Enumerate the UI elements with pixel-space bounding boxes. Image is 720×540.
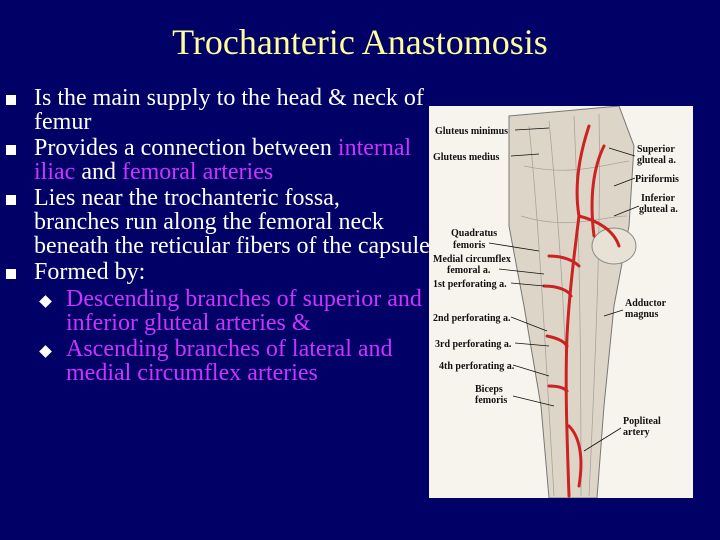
label-superior: Superior <box>637 144 675 155</box>
label-1st-perforating: 1st perforating a. <box>433 279 507 290</box>
sub-bullet-descending: Descending branches of superior and infe… <box>34 287 430 335</box>
label-gluteus-medius: Gluteus medius <box>433 152 500 163</box>
label-magnus: magnus <box>625 309 658 320</box>
bullet-connection: Provides a connection between internal i… <box>0 136 430 184</box>
posterior-thigh-arteries-drawing: Gluteus minimus Gluteus medius Quadratus… <box>433 106 679 498</box>
bullet-text: Lies near the trochanteric fossa, branch… <box>34 185 430 259</box>
anatomy-illustration: Gluteus minimus Gluteus medius Quadratus… <box>429 106 693 498</box>
label-2nd-perforating: 2nd perforating a. <box>433 313 511 324</box>
bullet-formed-by: Formed by: Descending branches of superi… <box>0 260 430 385</box>
label-superior-gluteal-a: gluteal a. <box>637 155 676 166</box>
right-labels: Superior gluteal a. Piriformis Inferior … <box>623 144 679 438</box>
label-quadratus: Quadratus <box>451 228 497 239</box>
left-labels: Gluteus minimus Gluteus medius Quadratus… <box>433 126 515 406</box>
sub-bullet-text: Descending branches of superior and infe… <box>66 286 422 336</box>
square-bullet-icon <box>6 269 16 279</box>
label-piriformis: Piriformis <box>635 174 679 185</box>
slide-title: Trochanteric Anastomosis <box>172 22 548 62</box>
sub-bullet-text: Ascending branches of lateral and medial… <box>66 336 393 386</box>
label-femoris-quadratus: femoris <box>453 240 485 251</box>
label-4th-perforating: 4th perforating a. <box>439 361 515 372</box>
bullet-text-and: and <box>75 159 122 185</box>
sub-bullet-list: Descending branches of superior and infe… <box>34 287 430 385</box>
square-bullet-icon <box>6 195 16 205</box>
label-biceps: Biceps <box>475 384 503 395</box>
bullet-text: Provides a connection between <box>34 135 338 161</box>
diamond-bullet-icon <box>39 345 52 358</box>
label-inferior-gluteal-a: gluteal a. <box>639 204 678 215</box>
bullet-text: Is the main supply to the head & neck of… <box>34 85 424 135</box>
label-medial-circumflex: Medial circumflex <box>433 254 511 265</box>
label-artery: artery <box>623 427 650 438</box>
diamond-bullet-icon <box>39 295 52 308</box>
sub-bullet-ascending: Ascending branches of lateral and medial… <box>34 337 430 385</box>
bullet-list: Is the main supply to the head & neck of… <box>0 86 430 387</box>
label-popliteal: Popliteal <box>623 416 661 427</box>
bullet-location: Lies near the trochanteric fossa, branch… <box>0 186 430 258</box>
highlight-internal-iliac: internal iliac <box>34 135 412 185</box>
bullet-main-supply: Is the main supply to the head & neck of… <box>0 86 430 134</box>
label-adductor: Adductor <box>625 298 667 309</box>
label-3rd-perforating: 3rd perforating a. <box>435 339 512 350</box>
label-gluteus-minimus: Gluteus minimus <box>435 126 508 137</box>
label-inferior: Inferior <box>641 193 675 204</box>
bullet-text: Formed by: <box>34 259 146 285</box>
label-femoris-biceps: femoris <box>475 395 507 406</box>
square-bullet-icon <box>6 145 16 155</box>
highlight-femoral-arteries: femoral arteries <box>121 159 274 185</box>
square-bullet-icon <box>6 95 16 105</box>
label-femoral-a: femoral a. <box>447 265 491 276</box>
